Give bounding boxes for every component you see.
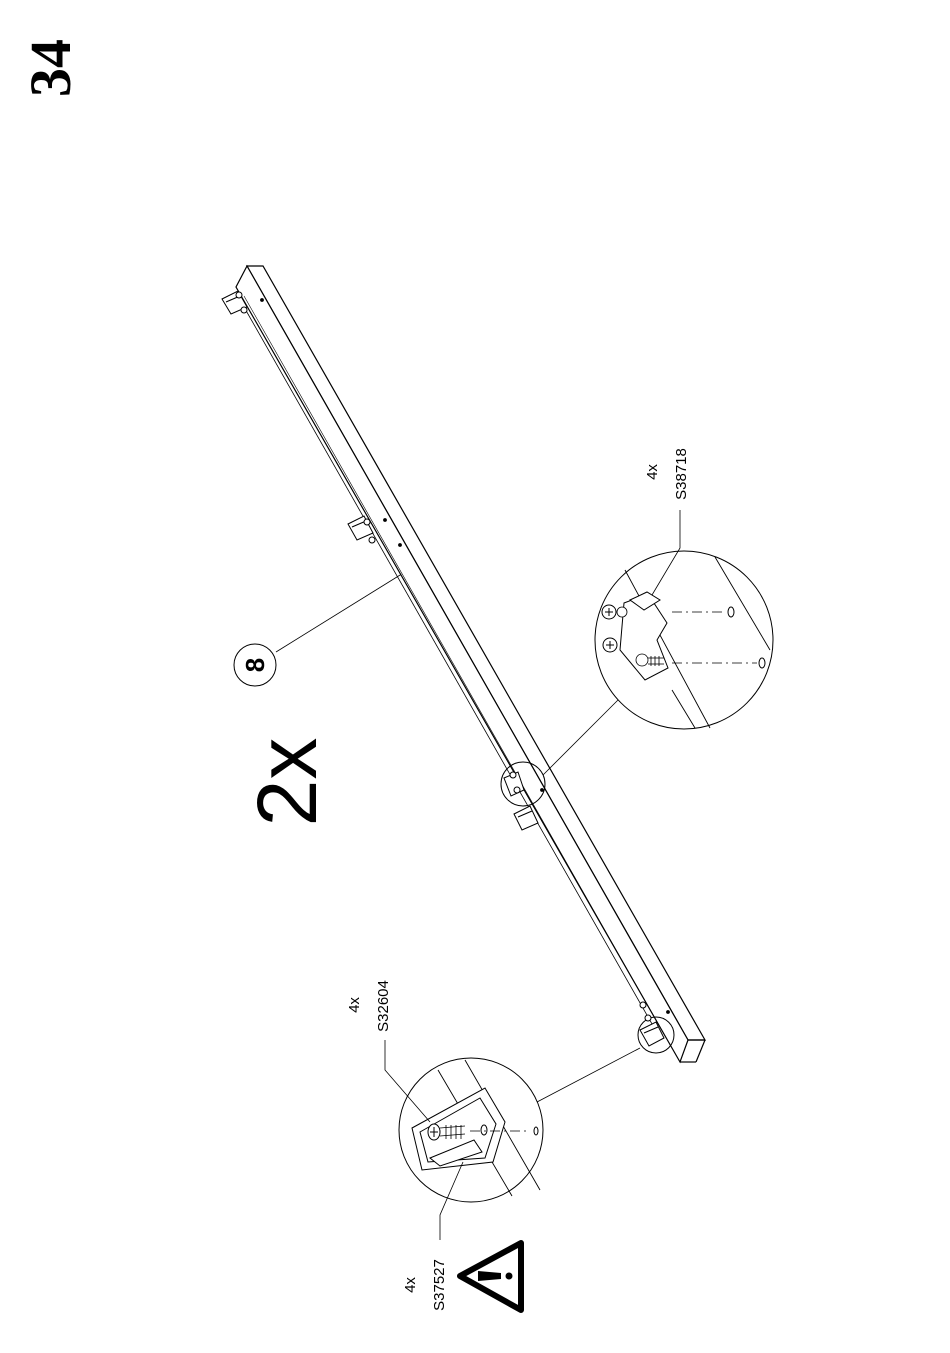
callout-screw-quantity: 4x <box>346 997 363 1013</box>
callout-bracket-code: S37527 <box>431 1259 448 1311</box>
detail-view-lower <box>385 1040 543 1240</box>
part-number-label: 8 <box>240 658 270 672</box>
callout-bracket-quantity: 4x <box>402 1277 419 1293</box>
callout-screw-code: S32604 <box>375 980 392 1032</box>
callout-upper-quantity: 4x <box>644 464 661 480</box>
callout-upper-code: S38718 <box>673 448 690 500</box>
quantity-multiplier: 2x <box>240 738 334 827</box>
detail-view-upper <box>595 510 773 729</box>
step-number: 34 <box>18 39 83 97</box>
warning-triangle-icon <box>460 1243 521 1310</box>
part-number-callout: 8 <box>234 567 413 686</box>
